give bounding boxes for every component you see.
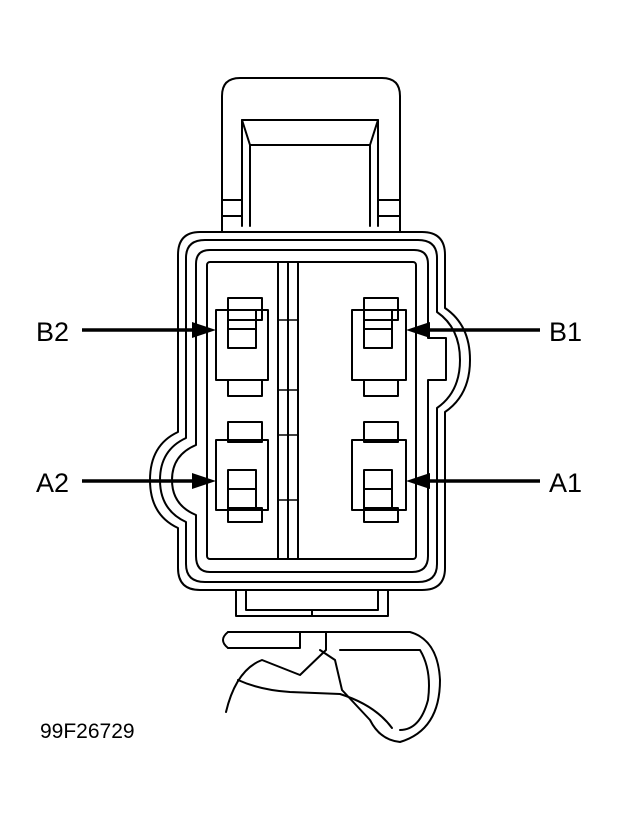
- connector-housing: [149, 231, 471, 591]
- terminal-b1: [351, 297, 407, 397]
- locking-tab: [221, 77, 401, 233]
- label-b1: B1: [549, 317, 582, 347]
- bottom-latch: [222, 589, 441, 743]
- terminal-b2: [215, 297, 269, 397]
- label-b2: B2: [36, 317, 69, 347]
- arrow-a1: [406, 473, 540, 489]
- arrow-b1: [406, 322, 540, 338]
- arrow-a2: [82, 473, 216, 489]
- arrow-b2: [82, 322, 216, 338]
- figure-code: 99F26729: [40, 720, 135, 743]
- terminal-a2: [215, 421, 269, 523]
- terminal-a1: [351, 421, 407, 523]
- label-a2: A2: [36, 468, 69, 498]
- label-a1: A1: [549, 468, 582, 498]
